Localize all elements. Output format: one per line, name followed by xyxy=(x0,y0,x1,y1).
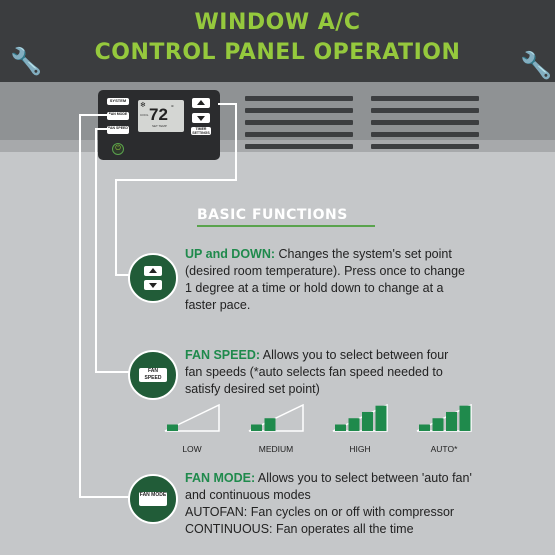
leader-line xyxy=(218,103,236,105)
up-down-text: Changes the system's set point xyxy=(275,247,452,261)
fan-level-low-icon xyxy=(164,404,220,432)
fan-level-bar xyxy=(362,411,373,431)
fan-mode-heading: FAN MODE: xyxy=(185,471,256,485)
up-down-text: 1 degree at a time or hold down to chang… xyxy=(185,281,444,295)
up-down-description: UP and DOWN: Changes the system's set po… xyxy=(185,246,465,314)
fan-mode-icon-circle: FAN MODE xyxy=(128,474,178,524)
wrench-icon: 🔧 xyxy=(10,46,43,76)
fan-mode-button[interactable]: FAN MODE xyxy=(107,112,129,120)
page-title-line2: CONTROL PANEL OPERATION xyxy=(94,40,461,65)
fan-level-bar xyxy=(446,411,457,431)
fan-mode-text: CONTINUOUS: Fan operates all the time xyxy=(185,522,414,536)
fan-speed-text: Allows you to select between four xyxy=(260,348,449,362)
fan-speed-heading: FAN SPEED: xyxy=(185,348,261,362)
panel-up-button[interactable] xyxy=(192,98,210,108)
down-arrow-icon xyxy=(197,116,205,121)
leader-line xyxy=(79,496,131,498)
leader-line xyxy=(95,371,131,373)
leader-line xyxy=(115,179,237,181)
lcd-temperature: 72 xyxy=(149,105,168,124)
fan-level-bar xyxy=(264,418,276,431)
leader-line xyxy=(80,114,110,116)
snowflake-icon: ❄ xyxy=(140,102,146,109)
fan-speed-button-illustration: FAN SPEED xyxy=(139,368,167,382)
lcd-degree: ° xyxy=(171,105,174,112)
fan-level-label: HIGH xyxy=(349,444,371,454)
fan-level-high-icon xyxy=(332,404,388,432)
fan-level-bar xyxy=(375,405,387,431)
leader-line xyxy=(96,128,110,130)
fan-mode-text: and continuous modes xyxy=(185,488,311,502)
leader-line xyxy=(79,114,81,497)
fan-level-bar xyxy=(432,418,444,431)
header-band: 🔧 🔧 WINDOW A/C CONTROL PANEL OPERATION xyxy=(0,0,555,82)
fan-level-label: LOW xyxy=(182,444,202,454)
up-down-icon-circle xyxy=(128,253,178,303)
fan-mode-text: AUTOFAN: Fan cycles on or off with compr… xyxy=(185,505,455,519)
fan-mode-button-illustration: FAN MODE xyxy=(139,492,167,506)
lcd-display: ❄ COOL 72 ° SET TEMP xyxy=(138,100,184,132)
system-button[interactable]: SYSTEM xyxy=(107,98,129,105)
title-underline xyxy=(197,225,375,227)
fan-level-bar xyxy=(251,424,262,431)
power-icon[interactable]: ⏻ xyxy=(112,143,124,155)
down-arrow-icon xyxy=(149,283,157,288)
fan-level-bar xyxy=(335,424,346,431)
leader-line xyxy=(115,274,131,276)
down-button-illustration xyxy=(144,280,162,290)
fan-level-bar xyxy=(419,424,430,431)
fan-level-bar xyxy=(459,405,471,431)
fan-level-medium-icon xyxy=(248,404,304,432)
fan-level-bar xyxy=(348,418,360,431)
up-arrow-icon xyxy=(149,268,157,273)
leader-line xyxy=(95,128,97,372)
up-button-illustration xyxy=(144,266,162,276)
fan-level-bar xyxy=(167,424,178,431)
fan-speed-text: fan speeds (*auto selects fan speed need… xyxy=(185,365,443,379)
fan-speed-text: satisfy desired set point) xyxy=(185,382,320,396)
fan-level-auto-icon xyxy=(416,404,472,432)
fan-speed-description: FAN SPEED: Allows you to select between … xyxy=(185,347,448,398)
fan-mode-description: FAN MODE: Allows you to select between '… xyxy=(185,470,472,538)
fan-speed-icon-circle: FAN SPEED xyxy=(128,350,178,400)
basic-functions-title: BASIC FUNCTIONS xyxy=(197,207,348,223)
fan-mode-text: Allows you to select between 'auto fan' xyxy=(255,471,472,485)
page-title-line1: WINDOW A/C xyxy=(194,10,361,35)
leader-line xyxy=(115,179,117,275)
timer-button[interactable]: TIMER SETTINGS xyxy=(191,127,211,135)
up-down-heading: UP and DOWN: xyxy=(185,247,276,261)
control-panel: SYSTEM FAN MODE FAN SPEED ❄ COOL 72 ° SE… xyxy=(98,90,220,160)
lcd-sub: SET TEMP xyxy=(152,124,167,128)
panel-down-button[interactable] xyxy=(192,113,210,123)
lcd-mode: COOL xyxy=(140,113,149,117)
fan-level-label: MEDIUM xyxy=(258,444,294,454)
wrench-icon: 🔧 xyxy=(520,50,553,80)
fan-speed-button[interactable]: FAN SPEED xyxy=(107,126,129,134)
up-down-text: (desired room temperature). Press once t… xyxy=(185,264,465,278)
fan-level-label: AUTO* xyxy=(430,444,458,454)
up-arrow-icon xyxy=(197,100,205,105)
up-down-text: faster pace. xyxy=(185,298,251,312)
leader-line xyxy=(235,103,237,180)
